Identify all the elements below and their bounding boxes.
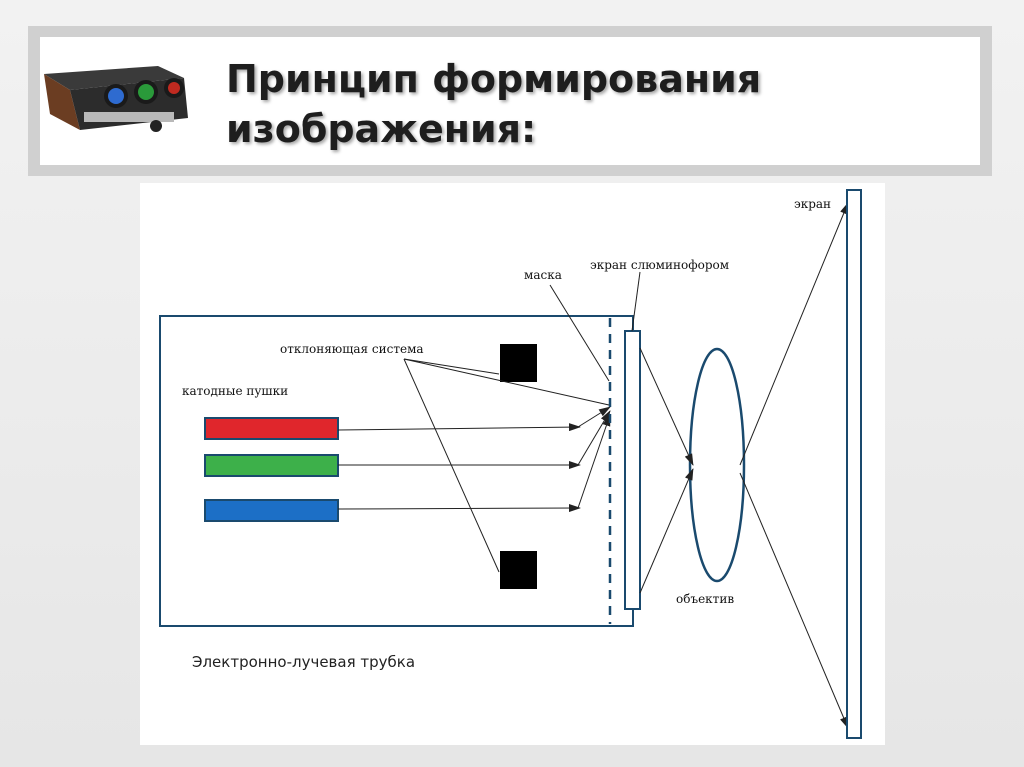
beam-blue <box>337 504 581 513</box>
beam-red <box>337 423 581 432</box>
label-phosphor-screen: экран слюминофором <box>590 258 729 272</box>
ray-to-screen-top <box>739 202 849 466</box>
projection-screen <box>846 189 862 739</box>
deflection-coil-bottom <box>500 551 537 589</box>
label-deflection-system: отклоняющая система <box>280 342 424 356</box>
deflect-pointer-1 <box>403 358 500 375</box>
converge-2 <box>577 410 611 466</box>
converge-3 <box>577 414 611 509</box>
phosphor-screen <box>624 330 641 610</box>
label-screen: экран <box>794 197 831 211</box>
mask-pointer <box>549 284 610 382</box>
ray-to-screen-bottom <box>739 472 849 729</box>
slide-title-line2: изображения: <box>226 107 537 151</box>
deflection-coil-top <box>500 344 537 382</box>
green-gun <box>204 454 339 477</box>
diagram-panel: экран маска экран слюминофором отклоняющ… <box>140 183 885 745</box>
label-mask: маска <box>524 268 562 282</box>
red-gun <box>204 417 339 440</box>
converge-1 <box>577 406 611 428</box>
label-crt-caption: Электронно-лучевая трубка <box>192 653 415 671</box>
ray-to-lens-bottom <box>639 468 694 594</box>
label-cathode-guns: катодные пушки <box>182 384 288 398</box>
label-lens: объектив <box>676 592 734 606</box>
blue-gun <box>204 499 339 522</box>
slide-title-line1: Принцип формирования <box>226 57 762 101</box>
header-panel <box>40 37 980 165</box>
ray-to-lens-top <box>639 347 694 466</box>
slide-title: Принцип формирования изображения: <box>226 54 926 154</box>
projector-image <box>44 66 188 132</box>
deflect-pointer-2 <box>403 358 500 573</box>
deflect-pointer-3 <box>403 358 610 406</box>
lens <box>688 347 746 583</box>
crt-diagram: экран маска экран слюминофором отклоняющ… <box>159 189 862 739</box>
phosphor-pointer <box>631 271 641 332</box>
